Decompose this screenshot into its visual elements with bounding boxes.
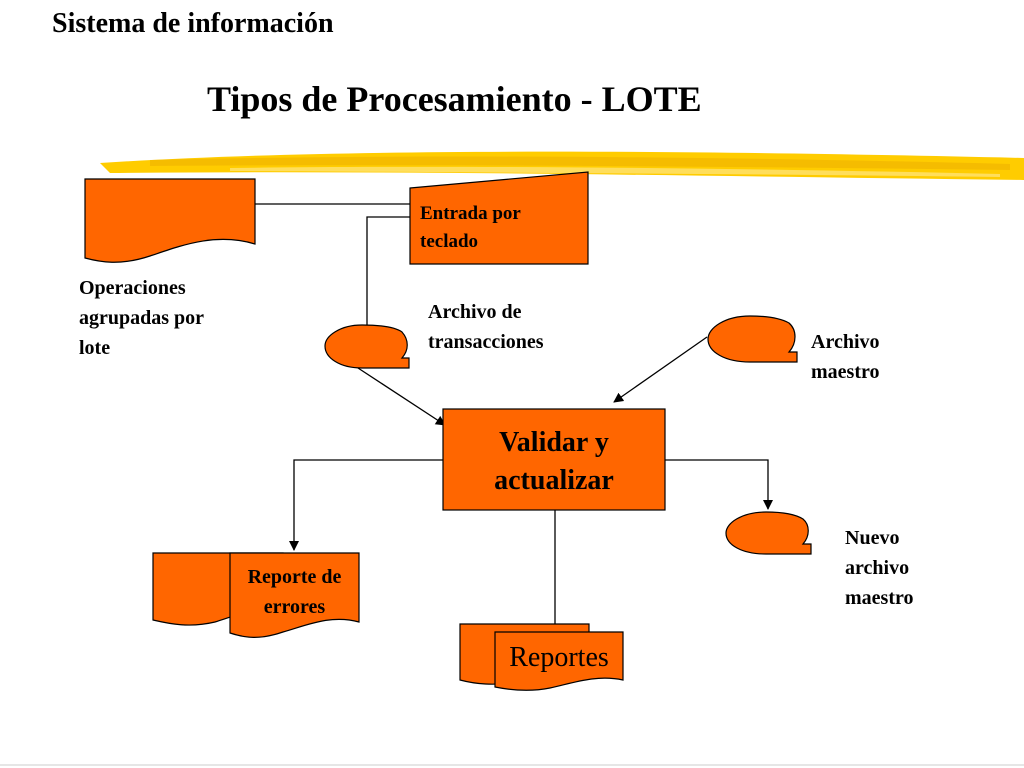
slide-title: Tipos de Procesamiento - LOTE <box>207 79 702 119</box>
footer-divider <box>0 764 1024 766</box>
error-report-label-line: Reporte de <box>247 566 342 588</box>
batch-operations-label-line: lote <box>79 337 111 359</box>
master-file-shape <box>707 315 798 363</box>
new-master-file-label-line: Nuevo <box>845 527 900 549</box>
keyboard-input-shape <box>409 171 589 265</box>
error-report-label: Reporte de errores <box>230 562 359 622</box>
transactions-file-label-line: transacciones <box>428 331 544 353</box>
keyboard-input-label-line: teclado <box>420 231 479 252</box>
keyboard-input-label-line: Entrada por <box>420 203 521 224</box>
arrow-master-to-validate <box>613 336 708 403</box>
transactions-file-label: Archivo de transacciones <box>428 297 544 357</box>
master-file-label: Archivo maestro <box>811 327 880 387</box>
header-title: Sistema de información <box>52 8 334 39</box>
new-master-file-shape <box>725 511 812 555</box>
validate-update-label-line: actualizar <box>494 465 614 496</box>
batch-operations-label-line: agrupadas por <box>79 307 205 329</box>
keyboard-input-label: Entrada por teclado <box>420 200 521 256</box>
master-file-label-line: Archivo <box>811 331 880 353</box>
arrow-validate-to-new-master <box>665 459 773 510</box>
arrow-validate-to-errors <box>289 459 443 551</box>
validate-update-label-line: Validar y <box>499 427 609 458</box>
error-report-label-line: errores <box>263 596 326 618</box>
arrow-transactions-to-validate <box>357 367 446 426</box>
batch-operations-document <box>84 178 256 263</box>
master-file-label-line: maestro <box>811 361 880 383</box>
reports-label: Reportes <box>509 642 609 673</box>
error-report-document <box>229 552 360 638</box>
batch-operations-label: Operaciones agrupadas por lote <box>79 273 204 363</box>
yellow-brush-stripe <box>100 151 1024 180</box>
new-master-file-label-line: maestro <box>845 587 914 609</box>
validate-update-process <box>442 408 666 511</box>
transactions-file-shape <box>324 324 410 369</box>
transactions-file-label-line: Archivo de <box>428 301 522 323</box>
line-keyboard-to-transactions <box>366 216 410 328</box>
connectors <box>255 199 773 634</box>
reports-document <box>494 631 624 691</box>
new-master-file-label-line: archivo <box>845 557 910 579</box>
validate-update-label: Validar y actualizar <box>443 424 665 500</box>
batch-operations-label-line: Operaciones <box>79 277 186 299</box>
new-master-file-label: Nuevo archivo maestro <box>845 523 914 613</box>
